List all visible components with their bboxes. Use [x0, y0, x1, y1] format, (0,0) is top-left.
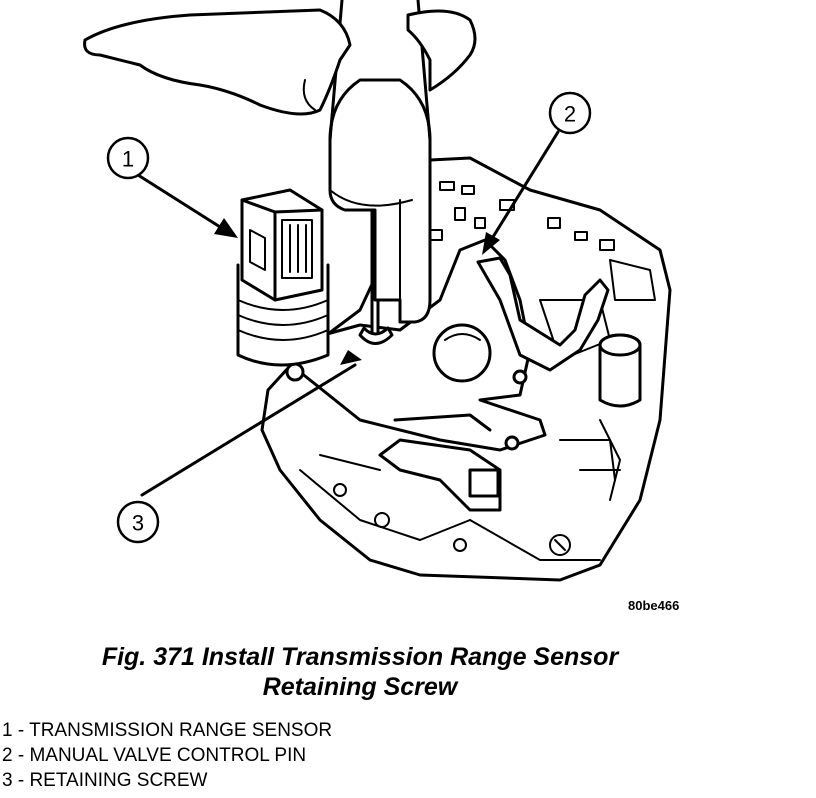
hand	[83, 8, 477, 116]
callout-number-1: 1	[122, 147, 134, 172]
control-pin	[476, 256, 610, 372]
legend-item-2: 2 - MANUAL VALVE CONTROL PIN	[2, 745, 307, 766]
callout-circle-1	[106, 136, 150, 180]
arrowhead-3	[340, 350, 362, 365]
arrowhead-1	[214, 218, 238, 238]
callout-number-3: 3	[132, 511, 144, 536]
figure-caption: Fig. 371 Install Transmission Range Sens…	[0, 642, 720, 702]
leaders	[136, 130, 560, 497]
callout-circle-3	[116, 500, 160, 544]
image-code: 80be466	[628, 598, 680, 613]
range-sensor	[236, 188, 330, 367]
caption-line-1: Fig. 371 Install Transmission Range Sens…	[101, 643, 619, 671]
legend-item-1: 1 - TRANSMISSION RANGE SENSOR	[2, 720, 333, 741]
valve-body-details	[299, 181, 656, 561]
illustration: 1 2 3	[83, 0, 672, 582]
caption-line-2: Retaining Screw	[262, 673, 458, 701]
arrowhead-2	[482, 232, 500, 255]
legend: 1 - TRANSMISSION RANGE SENSOR 2 - MANUAL…	[2, 718, 332, 793]
legend-item-3: 3 - RETAINING SCREW	[2, 770, 208, 791]
callout-circle-2	[548, 91, 592, 135]
callout-number-2: 2	[564, 102, 576, 127]
screwdriver	[328, 0, 432, 345]
valve-plug	[598, 333, 642, 408]
